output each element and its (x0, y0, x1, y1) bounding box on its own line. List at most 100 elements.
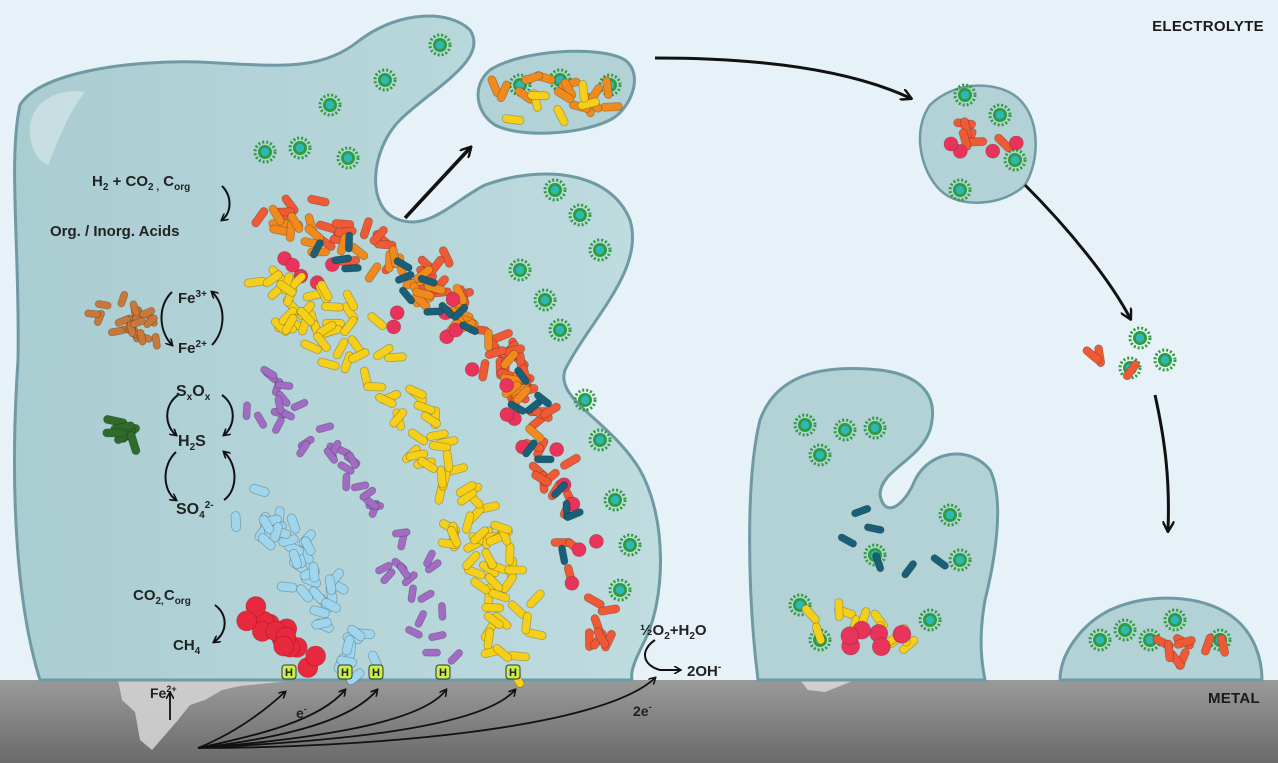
yellow-rod-cell (413, 400, 436, 415)
spiky-coccus-cell (540, 295, 550, 305)
electrolyte-label: ELECTROLYTE (1152, 18, 1264, 35)
spiky-coccus-cell (548, 318, 572, 342)
spiky-coccus-cell (508, 258, 532, 282)
spiky-coccus-cell (938, 503, 962, 527)
dark-teal-rod-cell (533, 455, 555, 464)
orange-rod-cell (496, 80, 512, 103)
yellow-rod-cell (389, 408, 408, 428)
yellow-rod-cell (321, 301, 344, 312)
purple-vibrio-cell (337, 461, 355, 475)
spiky-coccus-cell (568, 203, 592, 227)
yellow-rod-cell (426, 429, 449, 441)
spiky-coccus-cell (550, 185, 560, 195)
pink-sphere-cell (943, 136, 959, 152)
process-labels: H2 + CO2 , Corg Org. / Inorg. Acids Fe3+… (50, 173, 721, 721)
purple-vibrio-cell (350, 481, 370, 492)
pink-sphere-cell (571, 542, 587, 558)
pink-sphere-cell (564, 575, 580, 591)
purple-vibrio-cell (346, 451, 359, 470)
red-rod-cell (281, 194, 299, 215)
spiky-coccus-cell (1128, 326, 1152, 350)
spiky-coccus-cell (918, 608, 942, 632)
orange-rod-cell (287, 212, 304, 233)
spiky-coccus-cell (795, 600, 805, 610)
dark-teal-rod-cell (930, 554, 949, 570)
yellow-rod-cell (317, 280, 333, 302)
yellow-rod-cell (442, 449, 454, 473)
dark-teal-rod-cell (394, 270, 415, 284)
dark-teal-rod-cell (522, 439, 538, 458)
dark-teal-rod-cell (558, 544, 569, 566)
dark-teal-rod-cell (851, 504, 872, 518)
yellow-rod-cell (462, 511, 475, 534)
hydrogen-marker-label: H (285, 667, 293, 679)
spiky-coccus-cell (955, 555, 965, 565)
dark-teal-rod-cell (864, 523, 885, 534)
hydrogen-marker-box (281, 664, 297, 680)
spiky-coccus-cell (1113, 618, 1137, 642)
spiky-coccus-cell (1153, 348, 1177, 372)
spiky-coccus-cell (380, 75, 390, 85)
purple-vibrio-cell (323, 447, 339, 464)
arrow-detach-1 (403, 148, 470, 220)
orange-rod-cell (364, 262, 382, 283)
sulfur-arrow-1 (166, 394, 179, 435)
spiky-coccus-cell (588, 238, 612, 262)
hydrogen-marker-box (368, 664, 384, 680)
dark-teal-rod-cell (837, 533, 858, 548)
red-rod-cell (958, 128, 972, 151)
purple-vibrio-cell (296, 440, 311, 458)
dark-teal-rod-cell (331, 254, 353, 265)
spiky-coccus-cell (1120, 625, 1130, 635)
yellow-rod-cell (317, 357, 340, 371)
iron-bacteria-cell (129, 316, 147, 329)
blue-rod-cell (309, 605, 330, 619)
dark-teal-rod-cell (398, 286, 416, 305)
purple-vibrio-cell (405, 625, 423, 639)
red-rod-cell (1173, 635, 1196, 649)
yellow-rod-cell (483, 611, 504, 630)
pink-sphere-cell (448, 322, 464, 338)
yellow-rod-cell (348, 348, 370, 364)
corrosion-pit (118, 680, 300, 750)
spiky-coccus-cell (533, 288, 557, 312)
purple-vibrio-cell (290, 398, 309, 412)
dark-teal-rod-cell (417, 274, 438, 287)
sulfur-arrow-2 (221, 394, 234, 435)
spiky-coccus-cell (325, 100, 335, 110)
purple-vibrio-cell (396, 562, 411, 580)
spiky-coccus-cell (428, 33, 452, 57)
spiky-coccus-cell (580, 395, 590, 405)
purple-vibrio-cell (423, 549, 436, 568)
electron-arrow-1 (197, 692, 285, 749)
h2s-label: H2S (178, 433, 206, 453)
spiky-coccus-cell (610, 495, 620, 505)
yellow-rod-cell (262, 270, 283, 288)
red-coccus-cell (871, 637, 891, 657)
blue-rod-cell (300, 536, 316, 556)
red-rod-cell (593, 627, 610, 649)
blue-rod-cell (230, 511, 242, 532)
hydrogen-marker-label: H (341, 667, 349, 679)
purple-vibrio-cell (391, 528, 411, 538)
red-coccus-cell (840, 626, 860, 646)
iron-bacteria-cell (151, 332, 161, 350)
hydrogen-marker-label: H (509, 667, 517, 679)
iron-bacteria-cell (139, 307, 156, 319)
pink-sphere-cell (386, 319, 402, 335)
orange-rod-cell (600, 102, 623, 112)
dark-teal-rod-cell (563, 508, 584, 522)
spiky-coccus-cell (1088, 628, 1112, 652)
hydrogen-marker-box (435, 664, 451, 680)
dark-teal-rod-cell (872, 552, 885, 573)
orange-rod-cell (521, 71, 544, 85)
red-coccus-cell (236, 610, 258, 632)
red-coccus-cell (892, 624, 912, 644)
blue-rod-cell (257, 533, 276, 551)
purple-vibrio-cell (253, 411, 268, 429)
red-rod-cell (359, 217, 373, 240)
spiky-coccus-cell (1170, 615, 1180, 625)
